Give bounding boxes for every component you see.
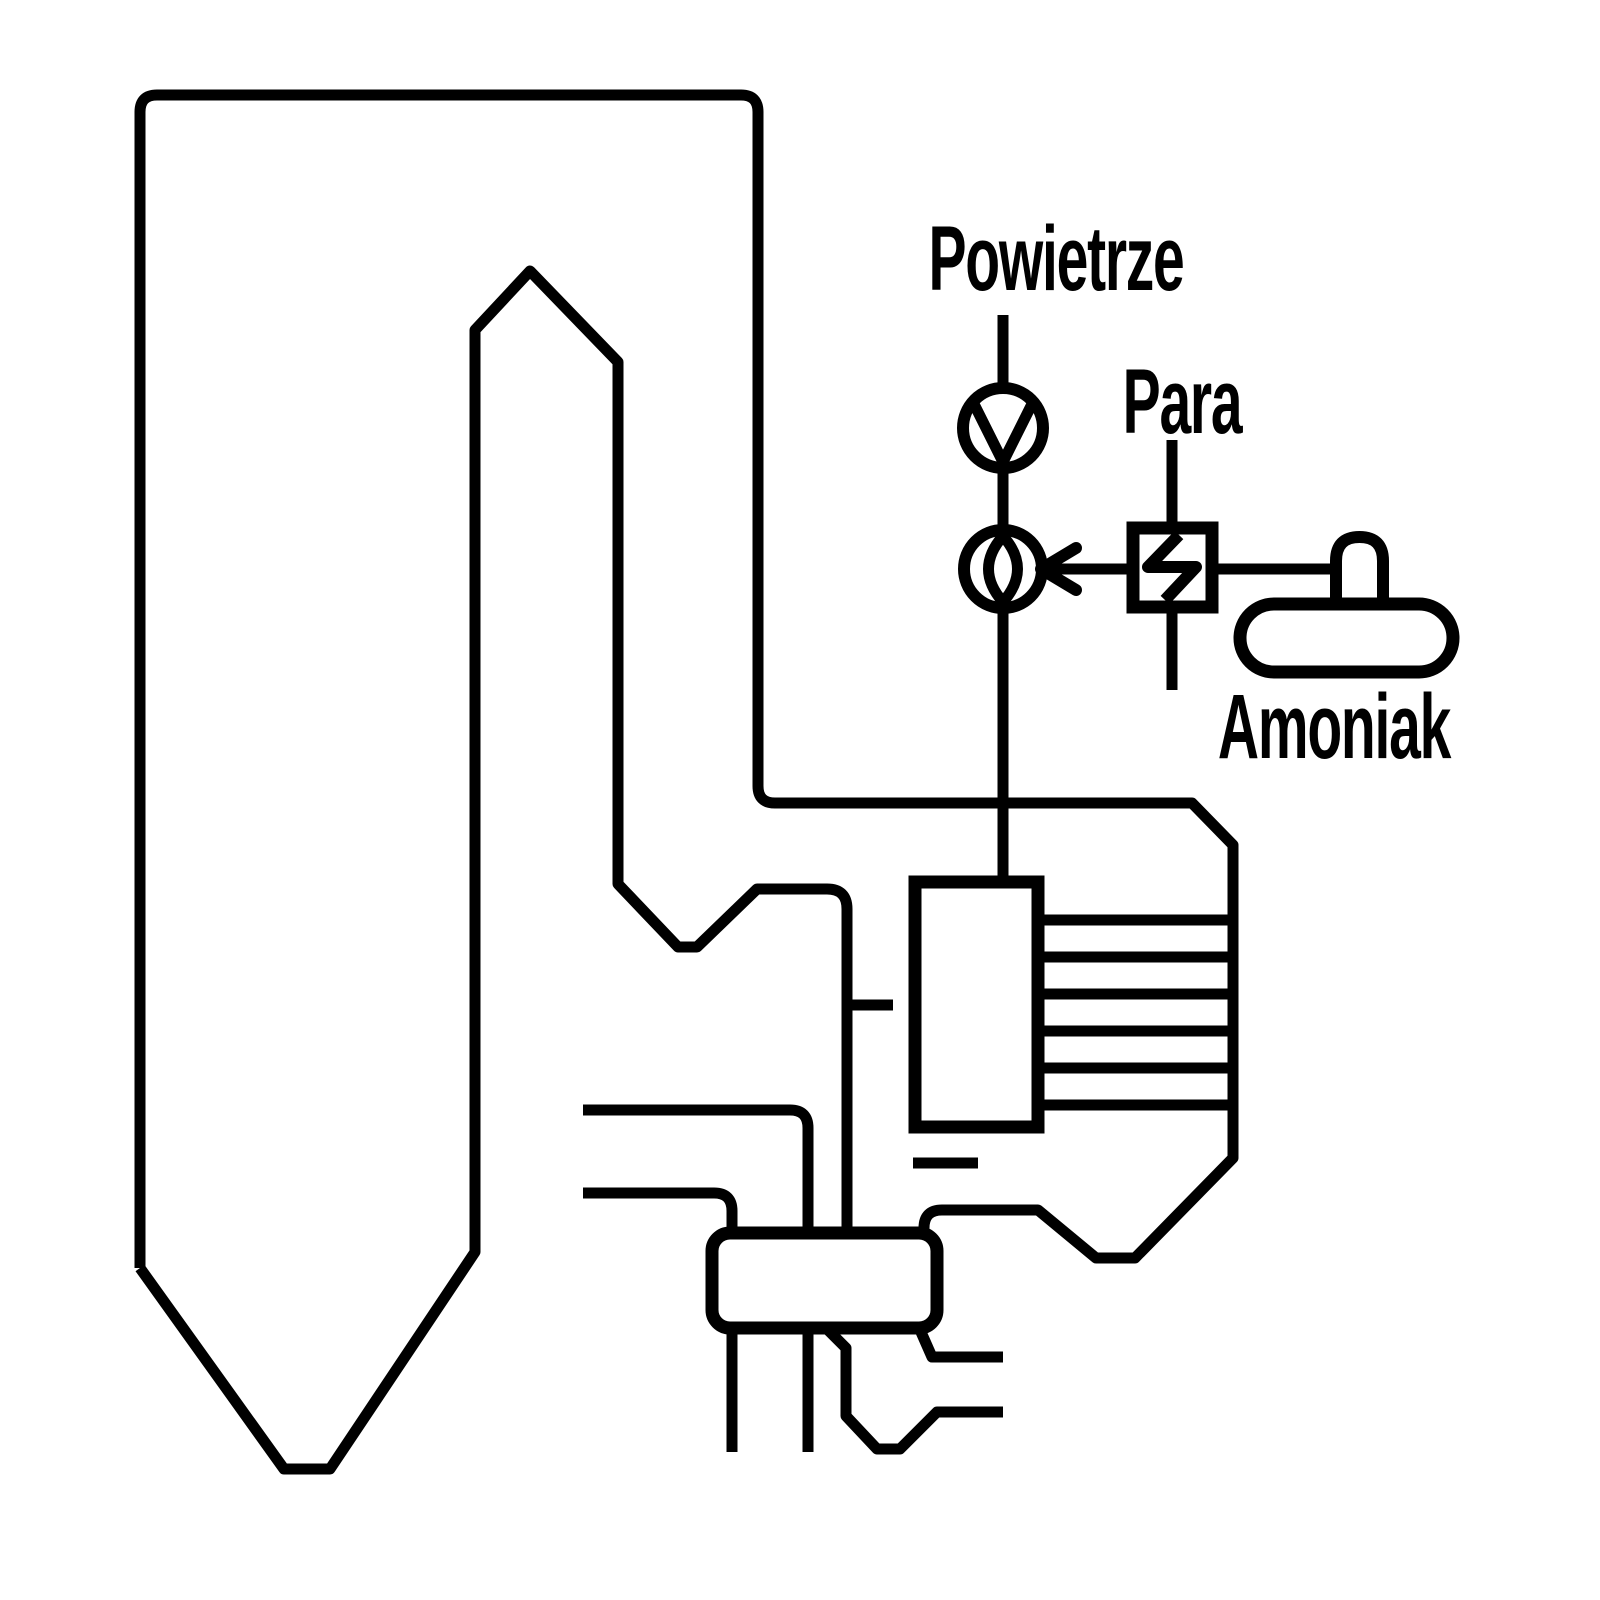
- steam-heat-exchanger-icon: [1126, 521, 1219, 614]
- label-air: Powietrze: [928, 208, 1183, 310]
- label-steam: Para: [1123, 351, 1244, 453]
- catalyst-layer-lines: [1040, 914, 1233, 1111]
- rotary-air-preheater: [705, 1226, 944, 1335]
- preheater-ash-hopper: [824, 1326, 1003, 1455]
- furnace-hopper-and-wedge: [135, 265, 853, 1475]
- mixer-icon: [958, 524, 1048, 614]
- label-ammonia: Amoniak: [1218, 676, 1452, 778]
- arrow-left-icon: [1035, 542, 1133, 596]
- preheater-outlet-stub: [915, 1329, 1003, 1363]
- boiler-outline: [134, 89, 1239, 1268]
- duct-line-lower-left: [583, 1187, 738, 1452]
- ammonia-tank-icon: [1212, 530, 1460, 679]
- fan-icon: [957, 382, 1049, 474]
- duct-line-upper-left: [583, 1104, 814, 1452]
- injection-grid-box: [908, 875, 1045, 1134]
